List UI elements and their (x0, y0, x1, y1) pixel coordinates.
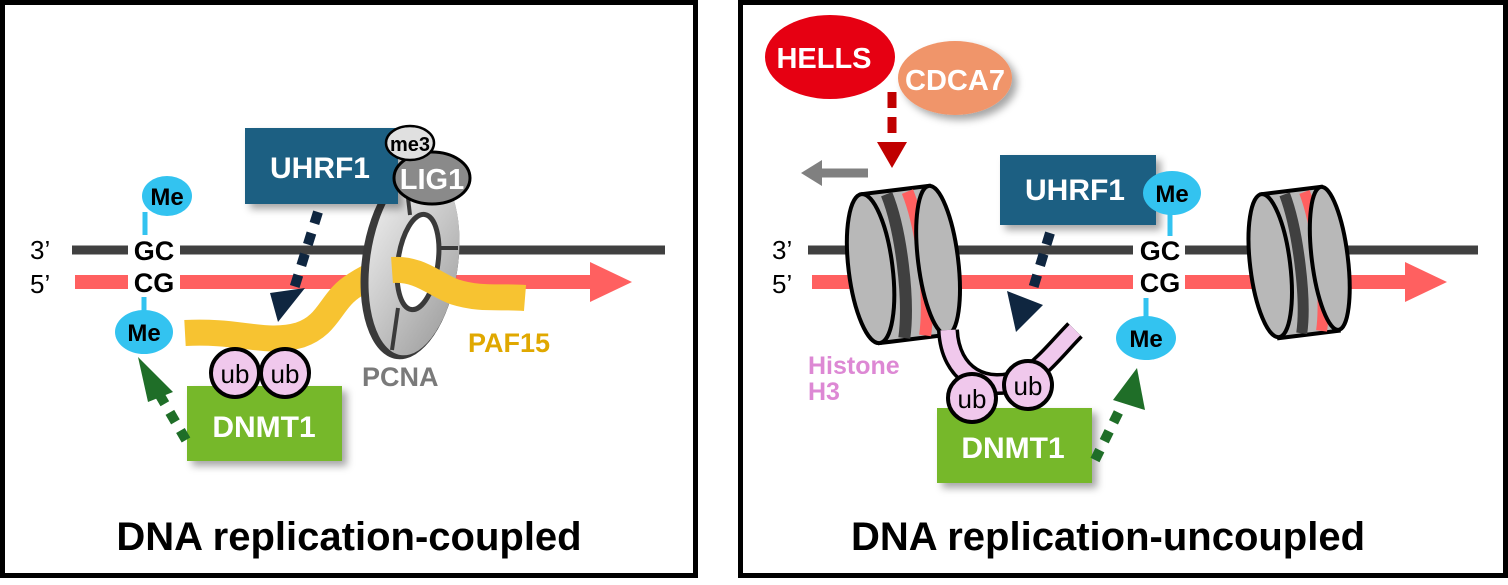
panel-caption: DNA replication-coupled (116, 515, 581, 559)
base-top: GC (1140, 236, 1181, 266)
ubiquitin-2 (1002, 359, 1054, 411)
base-pair-backdrop (128, 238, 180, 294)
ubiquitin-2-label: ub (271, 359, 300, 389)
uhrf1-box (1000, 155, 1156, 225)
dnmt1-methylation-arrow (153, 389, 191, 443)
ubiquitin-2 (259, 347, 311, 399)
lig1-label: LIG1 (400, 164, 464, 196)
strand-top-label: 3’ (772, 235, 792, 265)
panel-caption: DNA replication-uncoupled (851, 515, 1365, 559)
panel-replication-uncoupled: HELLS CDCA7 3’ 5’ Histone H3 UHRF1 (738, 0, 1508, 578)
strand-top-label: 3’ (30, 235, 50, 265)
arrow-head (877, 142, 907, 168)
base-bottom: CG (1140, 268, 1181, 298)
dnmt1-label: DNMT1 (961, 432, 1064, 465)
uhrf1-ubiquitination-arrow (288, 210, 323, 294)
ubiquitin-1 (946, 372, 998, 424)
cdca7-label: CDCA7 (905, 65, 1005, 97)
methyl-top-bubble (142, 176, 192, 216)
histone-label-line2: H3 (808, 378, 840, 406)
arrow-head (270, 288, 305, 322)
methyl-bottom-label: Me (127, 320, 160, 347)
methyl-bottom-bubble (115, 310, 173, 354)
panel-replication-coupled: 3’ 5’ GC CG Me Me PAF15 PCNA UHRF1 (0, 0, 698, 578)
ubiquitin-1-label: ub (221, 359, 250, 389)
methyl-top-bubble (1143, 171, 1201, 215)
uhrf1-ubiquitination-arrow (1027, 231, 1055, 294)
arrow-head (801, 160, 822, 186)
strand-bottom-label: 5’ (772, 269, 792, 299)
arrow-head (1007, 291, 1043, 332)
methyl-top-label: Me (150, 184, 183, 211)
base-bottom: CG (134, 268, 175, 298)
pcna-label: PCNA (362, 362, 439, 392)
arrow-head (1113, 368, 1145, 410)
me3-bubble (384, 124, 436, 162)
base-pair-backdrop (1133, 238, 1185, 294)
dnmt1-methylation-arrow (1090, 402, 1127, 463)
methyl-bottom-label: Me (1129, 326, 1162, 353)
strand-direction-arrow (1405, 262, 1447, 302)
strand-bottom-label: 5’ (30, 269, 50, 299)
pcna-segment-divider (390, 307, 400, 351)
methyl-bottom-bubble (1116, 316, 1176, 360)
uhrf1-box (245, 128, 398, 204)
strand-direction-arrow (590, 262, 632, 302)
histone-label-line1: Histone (808, 352, 900, 380)
ubiquitin-2-label: ub (1014, 371, 1043, 401)
nucleosome-left (844, 183, 962, 346)
ubiquitin-1-label: ub (958, 384, 987, 414)
me3-label: me3 (390, 134, 430, 156)
paf15-label: PAF15 (468, 328, 550, 358)
nucleosome-right (1246, 184, 1352, 341)
hells-bubble (765, 15, 895, 99)
methyl-top-label: Me (1155, 181, 1188, 208)
paf15-ribbon-right (391, 256, 527, 311)
uhrf1-label: UHRF1 (270, 152, 370, 185)
dnmt1-label: DNMT1 (212, 411, 315, 444)
uhrf1-label: UHRF1 (1025, 174, 1125, 207)
base-top: GC (134, 236, 175, 266)
dnmt1-box (187, 386, 342, 461)
hells-label: HELLS (776, 43, 871, 75)
arrow-head (138, 357, 173, 402)
cdca7-bubble (898, 41, 1012, 115)
